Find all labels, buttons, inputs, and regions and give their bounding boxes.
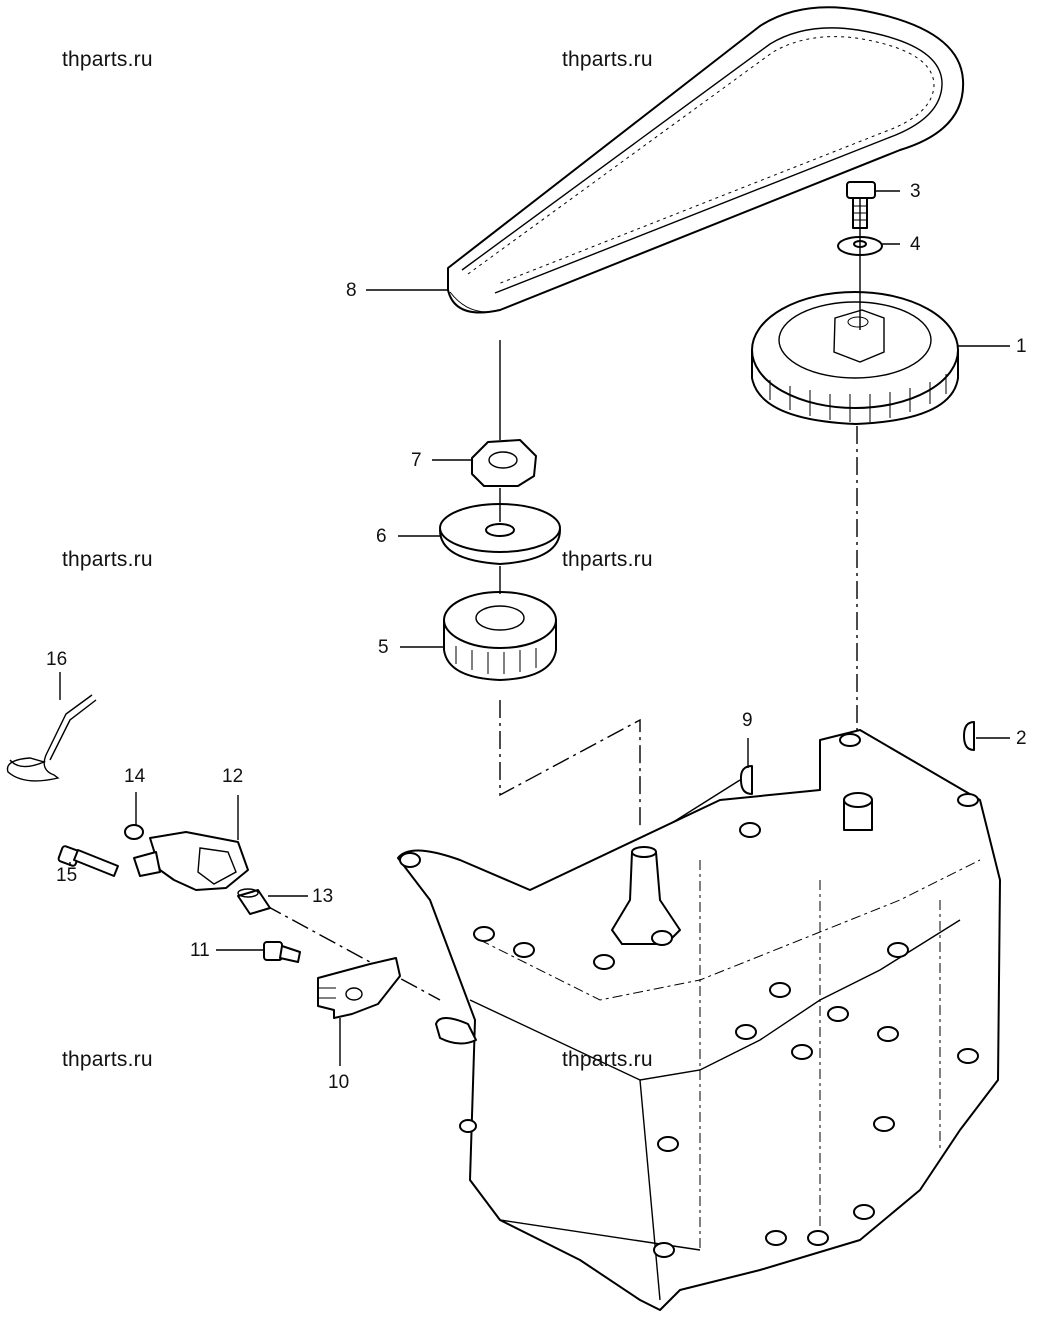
- wire-link: [6, 694, 97, 782]
- cylinder-block: [397, 729, 1001, 1311]
- callout-5: 5: [378, 637, 389, 658]
- bolt: [846, 181, 876, 229]
- callout-11: 11: [190, 940, 210, 961]
- collar: [237, 888, 271, 915]
- timing-belt: [447, 6, 965, 314]
- woodruff-key: [963, 721, 975, 751]
- watermark: thparts.ru: [62, 48, 153, 71]
- nut: [471, 439, 537, 487]
- callout-2: 2: [1016, 728, 1027, 749]
- watermark: thparts.ru: [62, 548, 153, 571]
- callout-8: 8: [346, 280, 357, 301]
- callout-7: 7: [411, 450, 422, 471]
- leader-lines: [59, 190, 1010, 1066]
- bracket: [317, 957, 401, 1019]
- callout-15: 15: [56, 865, 78, 886]
- driven-pulley: [751, 291, 959, 425]
- sensor: [133, 831, 249, 891]
- callout-1: 1: [1016, 336, 1027, 357]
- key: [739, 765, 753, 795]
- callout-13: 13: [312, 886, 334, 907]
- callout-9: 9: [742, 710, 753, 731]
- callout-3: 3: [910, 181, 921, 202]
- watermark: thparts.ru: [562, 548, 653, 571]
- callout-10: 10: [328, 1072, 350, 1093]
- callout-4: 4: [910, 234, 921, 255]
- callout-6: 6: [376, 526, 387, 547]
- plate-washer: [439, 503, 561, 565]
- watermark: thparts.ru: [562, 1048, 653, 1071]
- screw: [263, 941, 301, 963]
- callout-12: 12: [222, 766, 244, 787]
- washer-small: [124, 824, 144, 840]
- watermark: thparts.ru: [562, 48, 653, 71]
- callout-16: 16: [46, 649, 68, 670]
- callout-14: 14: [124, 766, 146, 787]
- bolt-long: [57, 845, 119, 877]
- watermark: thparts.ru: [62, 1048, 153, 1071]
- drive-pulley: [443, 591, 557, 681]
